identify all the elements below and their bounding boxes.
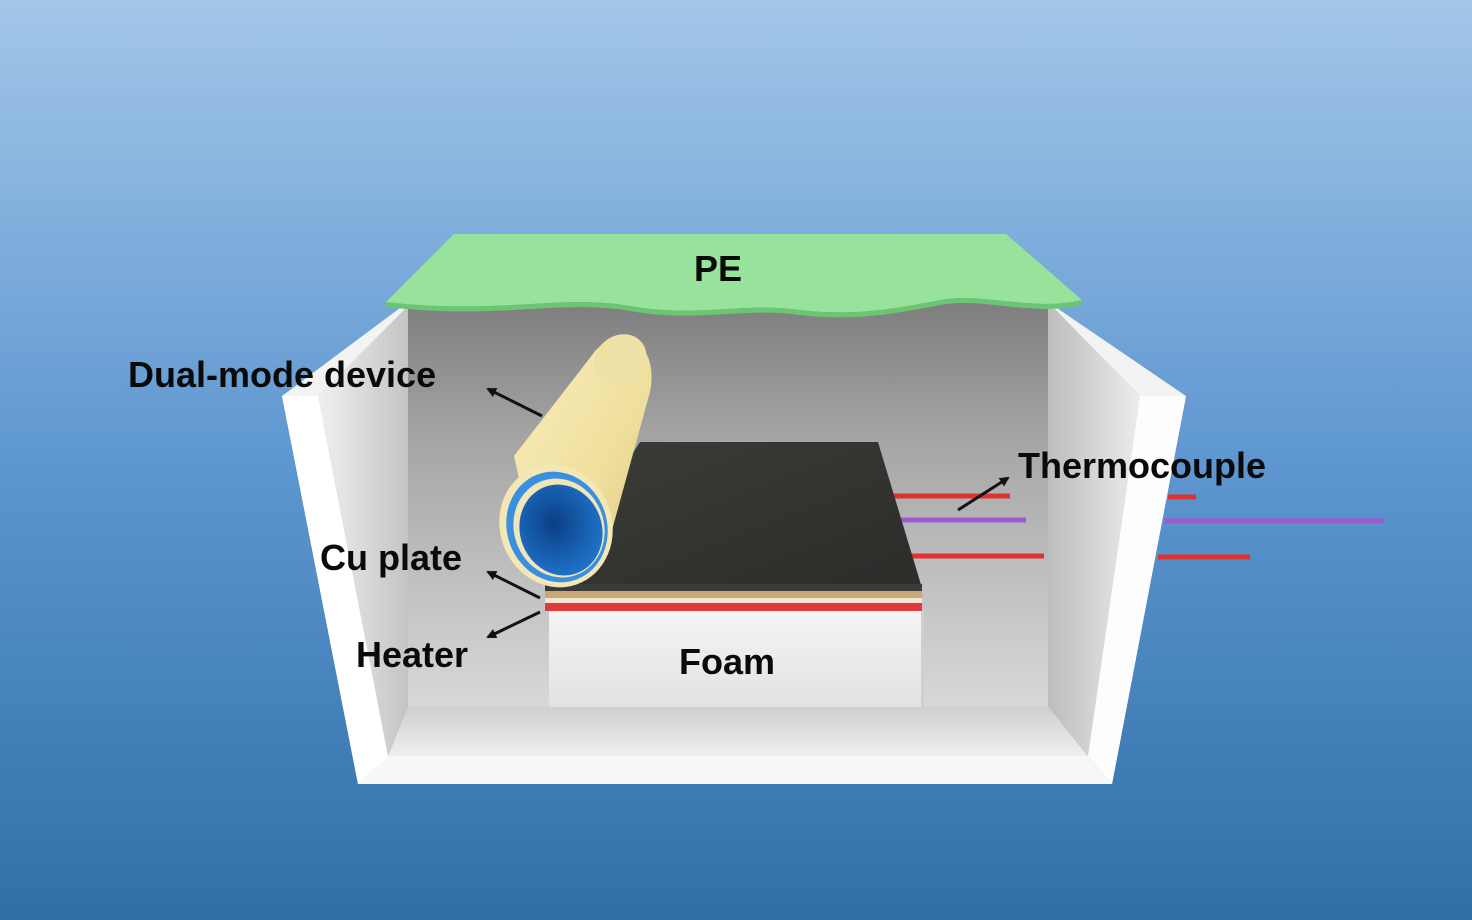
black-layer-top: [545, 442, 922, 588]
box-front-bottom-rim: [358, 756, 1112, 784]
arrow-cu-plate: [486, 570, 541, 600]
heater-label: Heater: [356, 634, 468, 675]
white-gap-layer: [545, 598, 922, 603]
thermocouple-wires-outside: [1158, 494, 1384, 560]
box-right-inner-wall: [1048, 302, 1140, 756]
thermocouple-label: Thermocouple: [1018, 445, 1266, 486]
dual-mode-device-label: Dual-mode device: [128, 354, 436, 395]
dual-mode-device: [499, 334, 652, 588]
heater-layer: [545, 603, 922, 611]
foam-side-shadow: [921, 611, 924, 707]
arrow-dual-mode-device: [486, 387, 543, 418]
box-floor: [388, 706, 1088, 756]
foam-block: [549, 611, 921, 707]
box-left-wall-edge: [282, 396, 388, 784]
arrow-heater: [486, 610, 541, 639]
cu-plate-layer: [545, 591, 922, 598]
box-left-inner-wall: [318, 302, 408, 756]
pe-label: PE: [694, 248, 742, 289]
annotation-arrows: [486, 387, 1010, 639]
pe-film: [386, 234, 1082, 313]
black-layer-front: [545, 584, 922, 591]
sample-stack: [545, 442, 924, 707]
foam-label: Foam: [679, 641, 775, 682]
box-right-wall-edge: [1088, 396, 1186, 784]
arrow-thermocouple: [957, 476, 1010, 512]
pe-film-edge: [386, 298, 1082, 318]
cu-plate-label: Cu plate: [320, 537, 462, 578]
device-rear-cap: [593, 334, 647, 386]
device-hole: [519, 484, 603, 576]
